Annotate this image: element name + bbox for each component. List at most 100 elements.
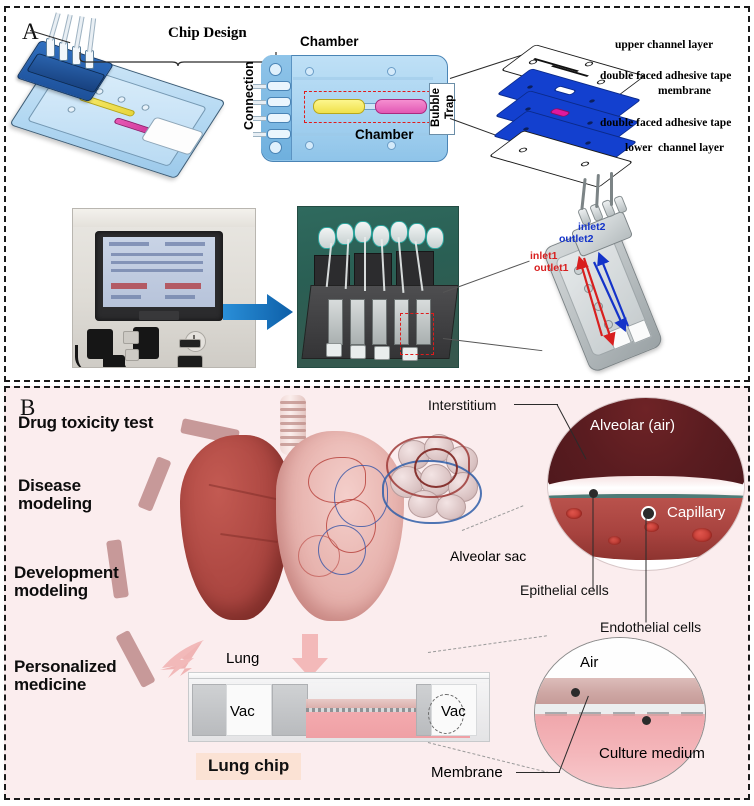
screen-row: [165, 242, 205, 246]
capillary-label: Capillary: [667, 504, 726, 521]
chip-tube-pin: [253, 100, 266, 105]
pump-port: [179, 339, 201, 348]
interstitium-label: Interstitium: [428, 397, 497, 413]
alveolar-sac-cluster: [380, 430, 510, 540]
screen-row: [111, 253, 203, 256]
photo-reservoir-cap: [336, 223, 354, 245]
chamber-top-label: Chamber: [300, 34, 359, 49]
chip-screw-hole: [269, 141, 282, 154]
cell-layer: [306, 699, 470, 709]
lung-chip-tag-text: Lung chip: [208, 756, 290, 775]
chip-connector-slot: [267, 81, 291, 91]
chip-lower-chamber-top-view: [375, 99, 427, 114]
screen-row: [109, 242, 149, 246]
chamber-bottom-label: Chamber: [355, 127, 414, 142]
outlet1-label: outlet1: [534, 262, 569, 274]
pump-port: [125, 349, 139, 361]
arc-arrowhead: [160, 640, 204, 678]
layer-label-lower-channel: lower channel layer: [625, 142, 725, 154]
photo-reservoir-cap: [408, 223, 426, 245]
culture-medium: [535, 716, 705, 788]
zoom-region-ellipse: [428, 694, 464, 734]
screen-value: [111, 283, 147, 289]
application-label-disease-modeling: Disease modeling: [18, 476, 92, 514]
outlet2-label: outlet2: [559, 233, 594, 245]
alveolar-sac-label: Alveolar sac: [450, 548, 527, 564]
photo-reservoir-cap: [426, 227, 444, 249]
closeup-tubing: [610, 172, 613, 206]
pump-brand-logo: [139, 311, 179, 320]
trachea-ring: [280, 429, 306, 432]
chip-mount-hole: [387, 67, 396, 76]
epithelial-cells-label: Epithelial cells: [520, 582, 609, 598]
vac-label-left: Vac: [230, 703, 255, 720]
photo-chip: [350, 299, 365, 345]
application-label-drug-toxicity: Drug toxicity test: [18, 413, 154, 432]
lung-left-lobe: [180, 435, 290, 620]
bubble-label: Bubble: [430, 88, 442, 127]
trachea-ring: [280, 436, 306, 439]
trap-label: Trap: [444, 94, 456, 119]
vac-chamber-left: [226, 684, 272, 736]
epithelial-cell-layer: [535, 678, 705, 706]
application-label-personalized-medicine: Personalized medicine: [14, 657, 117, 695]
chip-tube-pin: [253, 132, 266, 137]
vac-label-right: Vac: [441, 703, 466, 720]
screen-row: [165, 295, 195, 299]
alveolar-air-label: Alveolar (air): [590, 417, 676, 434]
layer-label-adhesive-upper: double faced adhesive tape: [600, 70, 732, 82]
layer-label-upper-channel: upper channel layer: [615, 39, 714, 51]
endothelial-marker-dot: [641, 506, 656, 521]
trachea-ring: [280, 443, 306, 446]
screen-row: [111, 295, 141, 299]
lung-label: Lung: [226, 650, 260, 667]
chip-connector-slot: [267, 129, 291, 139]
chip-upper-chamber-top-view: [313, 99, 365, 114]
trachea-ring: [280, 401, 306, 404]
photo-reservoir-cap: [354, 221, 372, 243]
trachea-ring: [280, 415, 306, 418]
membrane-interface-detail: [535, 638, 705, 788]
photo-reservoir-cap: [318, 227, 336, 249]
isometric-chip-render: [9, 12, 226, 180]
chip-screw-hole: [269, 63, 282, 76]
air-label: Air: [580, 654, 599, 671]
layer-label-membrane: membrane: [658, 85, 712, 97]
trachea-ring: [280, 422, 306, 425]
chip-tube-pin: [253, 116, 266, 121]
inlet1-label: inlet1: [530, 250, 558, 262]
photo-chip-foot: [350, 345, 366, 359]
chip-channel: [293, 77, 433, 80]
red-blood-cell: [608, 536, 621, 545]
photo-chip: [394, 299, 409, 345]
pump-touchscreen: [103, 237, 215, 307]
red-blood-cell: [692, 528, 712, 542]
endothelial-leader: [645, 512, 647, 623]
culture-medium-label: Culture medium: [599, 745, 705, 762]
layer-label-adhesive-lower: double faced adhesive tape: [600, 117, 732, 129]
pump-cord: [75, 345, 94, 367]
chip-inlet-port: [46, 38, 55, 57]
chip-closeup-photo: [528, 172, 708, 374]
panel-a-label: A: [22, 19, 39, 44]
photo-tubing: [364, 237, 366, 291]
chip-inlet-port: [59, 42, 68, 61]
photo-chip: [328, 299, 343, 345]
chip-channel: [293, 133, 433, 136]
lung-chip-schematic: [188, 672, 490, 752]
red-blood-cell: [566, 508, 582, 519]
photo-chip-foot: [374, 346, 390, 360]
lung-chip-tag: Lung chip: [196, 753, 302, 780]
photo-chip: [416, 299, 431, 345]
screen-value: [165, 283, 201, 289]
chip-side-wall: [192, 684, 228, 736]
trachea-ring: [280, 408, 306, 411]
chip-side-wall: [272, 684, 308, 736]
chip-top-view: [253, 55, 455, 162]
chip-connector-slot: [267, 113, 291, 123]
chip-connector-slot: [267, 97, 291, 107]
endothelial-marker-dot-zoom: [642, 716, 651, 725]
pulmonary-artery: [298, 535, 340, 577]
pump-plug: [103, 355, 125, 367]
pump-controller-photo: [72, 208, 256, 368]
